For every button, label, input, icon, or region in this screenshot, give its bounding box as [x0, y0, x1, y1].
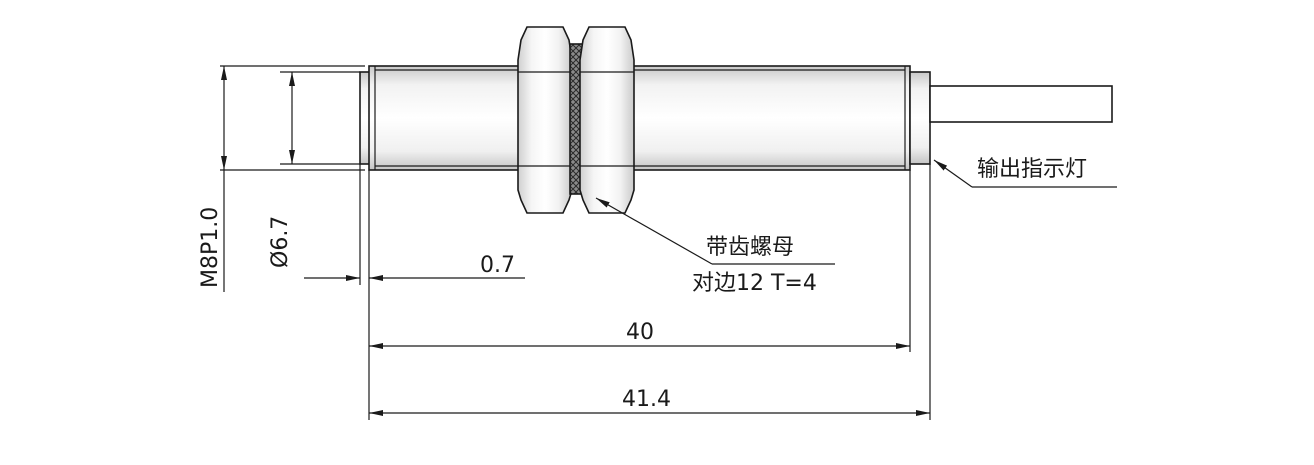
body-length-label: 40 — [626, 320, 654, 345]
diameter-dimension: Ø6.7 — [268, 72, 295, 268]
rear-cap — [909, 71, 931, 165]
body-length-dimension: 40 — [369, 320, 910, 349]
extension-lines — [220, 65, 931, 420]
indicator-callout: 输出指示灯 — [933, 157, 1117, 188]
indicator-callout-label: 输出指示灯 — [977, 157, 1087, 182]
overall-length-label: 41.4 — [622, 387, 671, 412]
nut-left — [517, 26, 573, 214]
overall-length-dimension: 41.4 — [369, 387, 930, 416]
toothed-nut — [517, 26, 635, 214]
thread-label: M8P1.0 — [198, 207, 223, 288]
cable — [929, 85, 1113, 123]
diameter-label: Ø6.7 — [268, 216, 293, 268]
nut-callout-line1: 带齿螺母 — [706, 235, 794, 260]
thread-dimension: M8P1.0 — [198, 66, 227, 292]
step-label: 0.7 — [480, 253, 515, 278]
sensor-body — [359, 65, 931, 171]
nut-callout: 带齿螺母 对边12 T=4 — [595, 197, 835, 296]
threaded-body — [368, 65, 911, 171]
step-dimension: 0.7 — [304, 253, 525, 281]
nut-right — [579, 26, 635, 214]
nut-callout-line2: 对边12 T=4 — [692, 271, 817, 296]
